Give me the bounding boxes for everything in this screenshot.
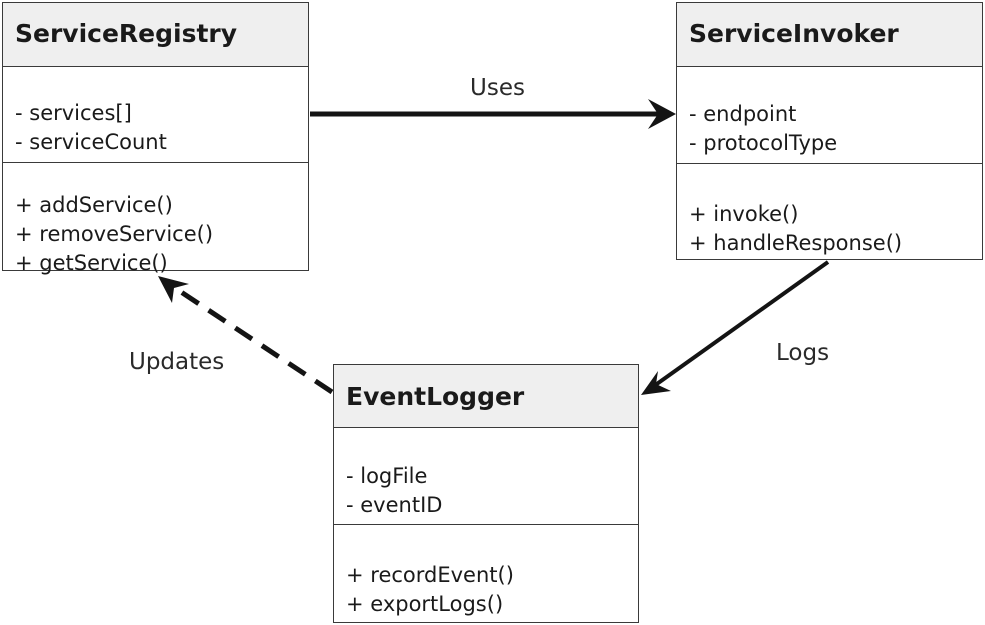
operations-section: + recordEvent() + exportLogs() [334,525,638,619]
operation: + handleResponse() [689,231,903,255]
logs-label: Logs [776,340,830,366]
operation: + addService() [15,193,173,217]
operation: + exportLogs() [346,592,504,616]
attributes-section: - services[] - serviceCount [3,67,308,163]
operation: + recordEvent() [346,563,514,587]
updates-arrowhead [158,276,189,303]
uses-label: Uses [470,75,525,101]
attribute: - logFile [346,464,428,488]
class-service-invoker[interactable]: ServiceInvoker - endpoint - protocolType… [676,2,983,260]
attribute: - endpoint [689,102,797,126]
class-name: ServiceInvoker [677,3,982,67]
logs-arrowhead [641,371,671,395]
class-name: ServiceRegistry [3,3,308,67]
class-event-logger[interactable]: EventLogger - logFile - eventID + record… [333,364,639,623]
attribute: - serviceCount [15,130,167,154]
operation: + getService() [15,251,168,275]
logs-arrow [652,260,830,388]
uses-arrowhead [648,99,676,129]
class-service-registry[interactable]: ServiceRegistry - services[] - serviceCo… [2,2,309,275]
class-name: EventLogger [334,365,638,428]
updates-arrow [170,283,334,395]
updates-label: Updates [129,349,225,375]
operation: + invoke() [689,202,799,226]
attribute: - protocolType [689,131,838,155]
operations-section: + invoke() + handleResponse() [677,164,982,258]
attributes-section: - logFile - eventID [334,428,638,525]
attribute: - eventID [346,493,443,517]
operation: + removeService() [15,222,214,246]
attribute: - services[] [15,101,132,125]
attributes-section: - endpoint - protocolType [677,67,982,164]
operations-section: + addService() + removeService() + getSe… [3,163,308,278]
